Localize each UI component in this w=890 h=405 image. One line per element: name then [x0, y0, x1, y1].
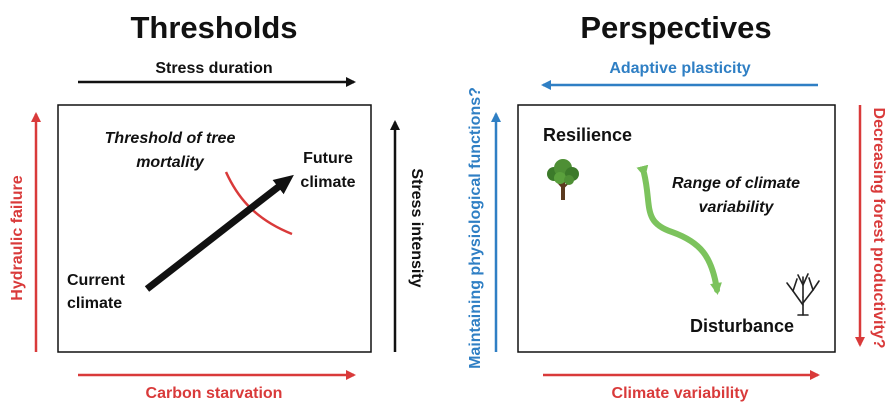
dead-tree-icon: [786, 273, 820, 316]
resilience-label: Resilience: [543, 125, 632, 145]
threshold-label-line2: mortality: [136, 154, 205, 171]
climate-variability-label: Climate variability: [612, 385, 749, 402]
current-climate-line2: climate: [67, 295, 122, 312]
hydraulic-failure-label: Hydraulic failure: [9, 175, 26, 300]
future-climate-line1: Future: [303, 150, 353, 167]
mortality-threshold-curve: [224, 171, 293, 236]
thresholds-title: Thresholds: [130, 10, 297, 45]
thresholds-box: [57, 104, 372, 353]
disturbance-label: Disturbance: [690, 316, 794, 336]
adaptive-plasticity-label: Adaptive plasticity: [609, 60, 750, 77]
forest-productivity-label: Decreasing forest productivity?: [870, 108, 887, 349]
climate-range-arrow: [636, 164, 722, 295]
range-label-line1: Range of climate: [672, 175, 800, 192]
current-climate-line1: Current: [67, 272, 125, 289]
future-climate-line2: climate: [300, 174, 355, 191]
climate-trajectory-arrow: [144, 174, 294, 292]
thresholds-panel: Thresholds Stress duration Hydraulic fai…: [9, 10, 425, 402]
perspectives-title: Perspectives: [580, 10, 771, 45]
carbon-starvation-label: Carbon starvation: [146, 385, 283, 402]
physiological-functions-label: Maintaining physiological functions?: [467, 87, 484, 369]
healthy-tree-icon: [547, 159, 579, 200]
perspectives-box: [517, 104, 836, 353]
stress-intensity-label: Stress intensity: [408, 168, 425, 287]
stress-duration-label: Stress duration: [155, 60, 272, 77]
range-label-line2: variability: [699, 199, 775, 216]
threshold-label-line1: Threshold of tree: [105, 130, 236, 147]
perspectives-panel: Perspectives Adaptive plasticity Maintai…: [467, 10, 887, 402]
